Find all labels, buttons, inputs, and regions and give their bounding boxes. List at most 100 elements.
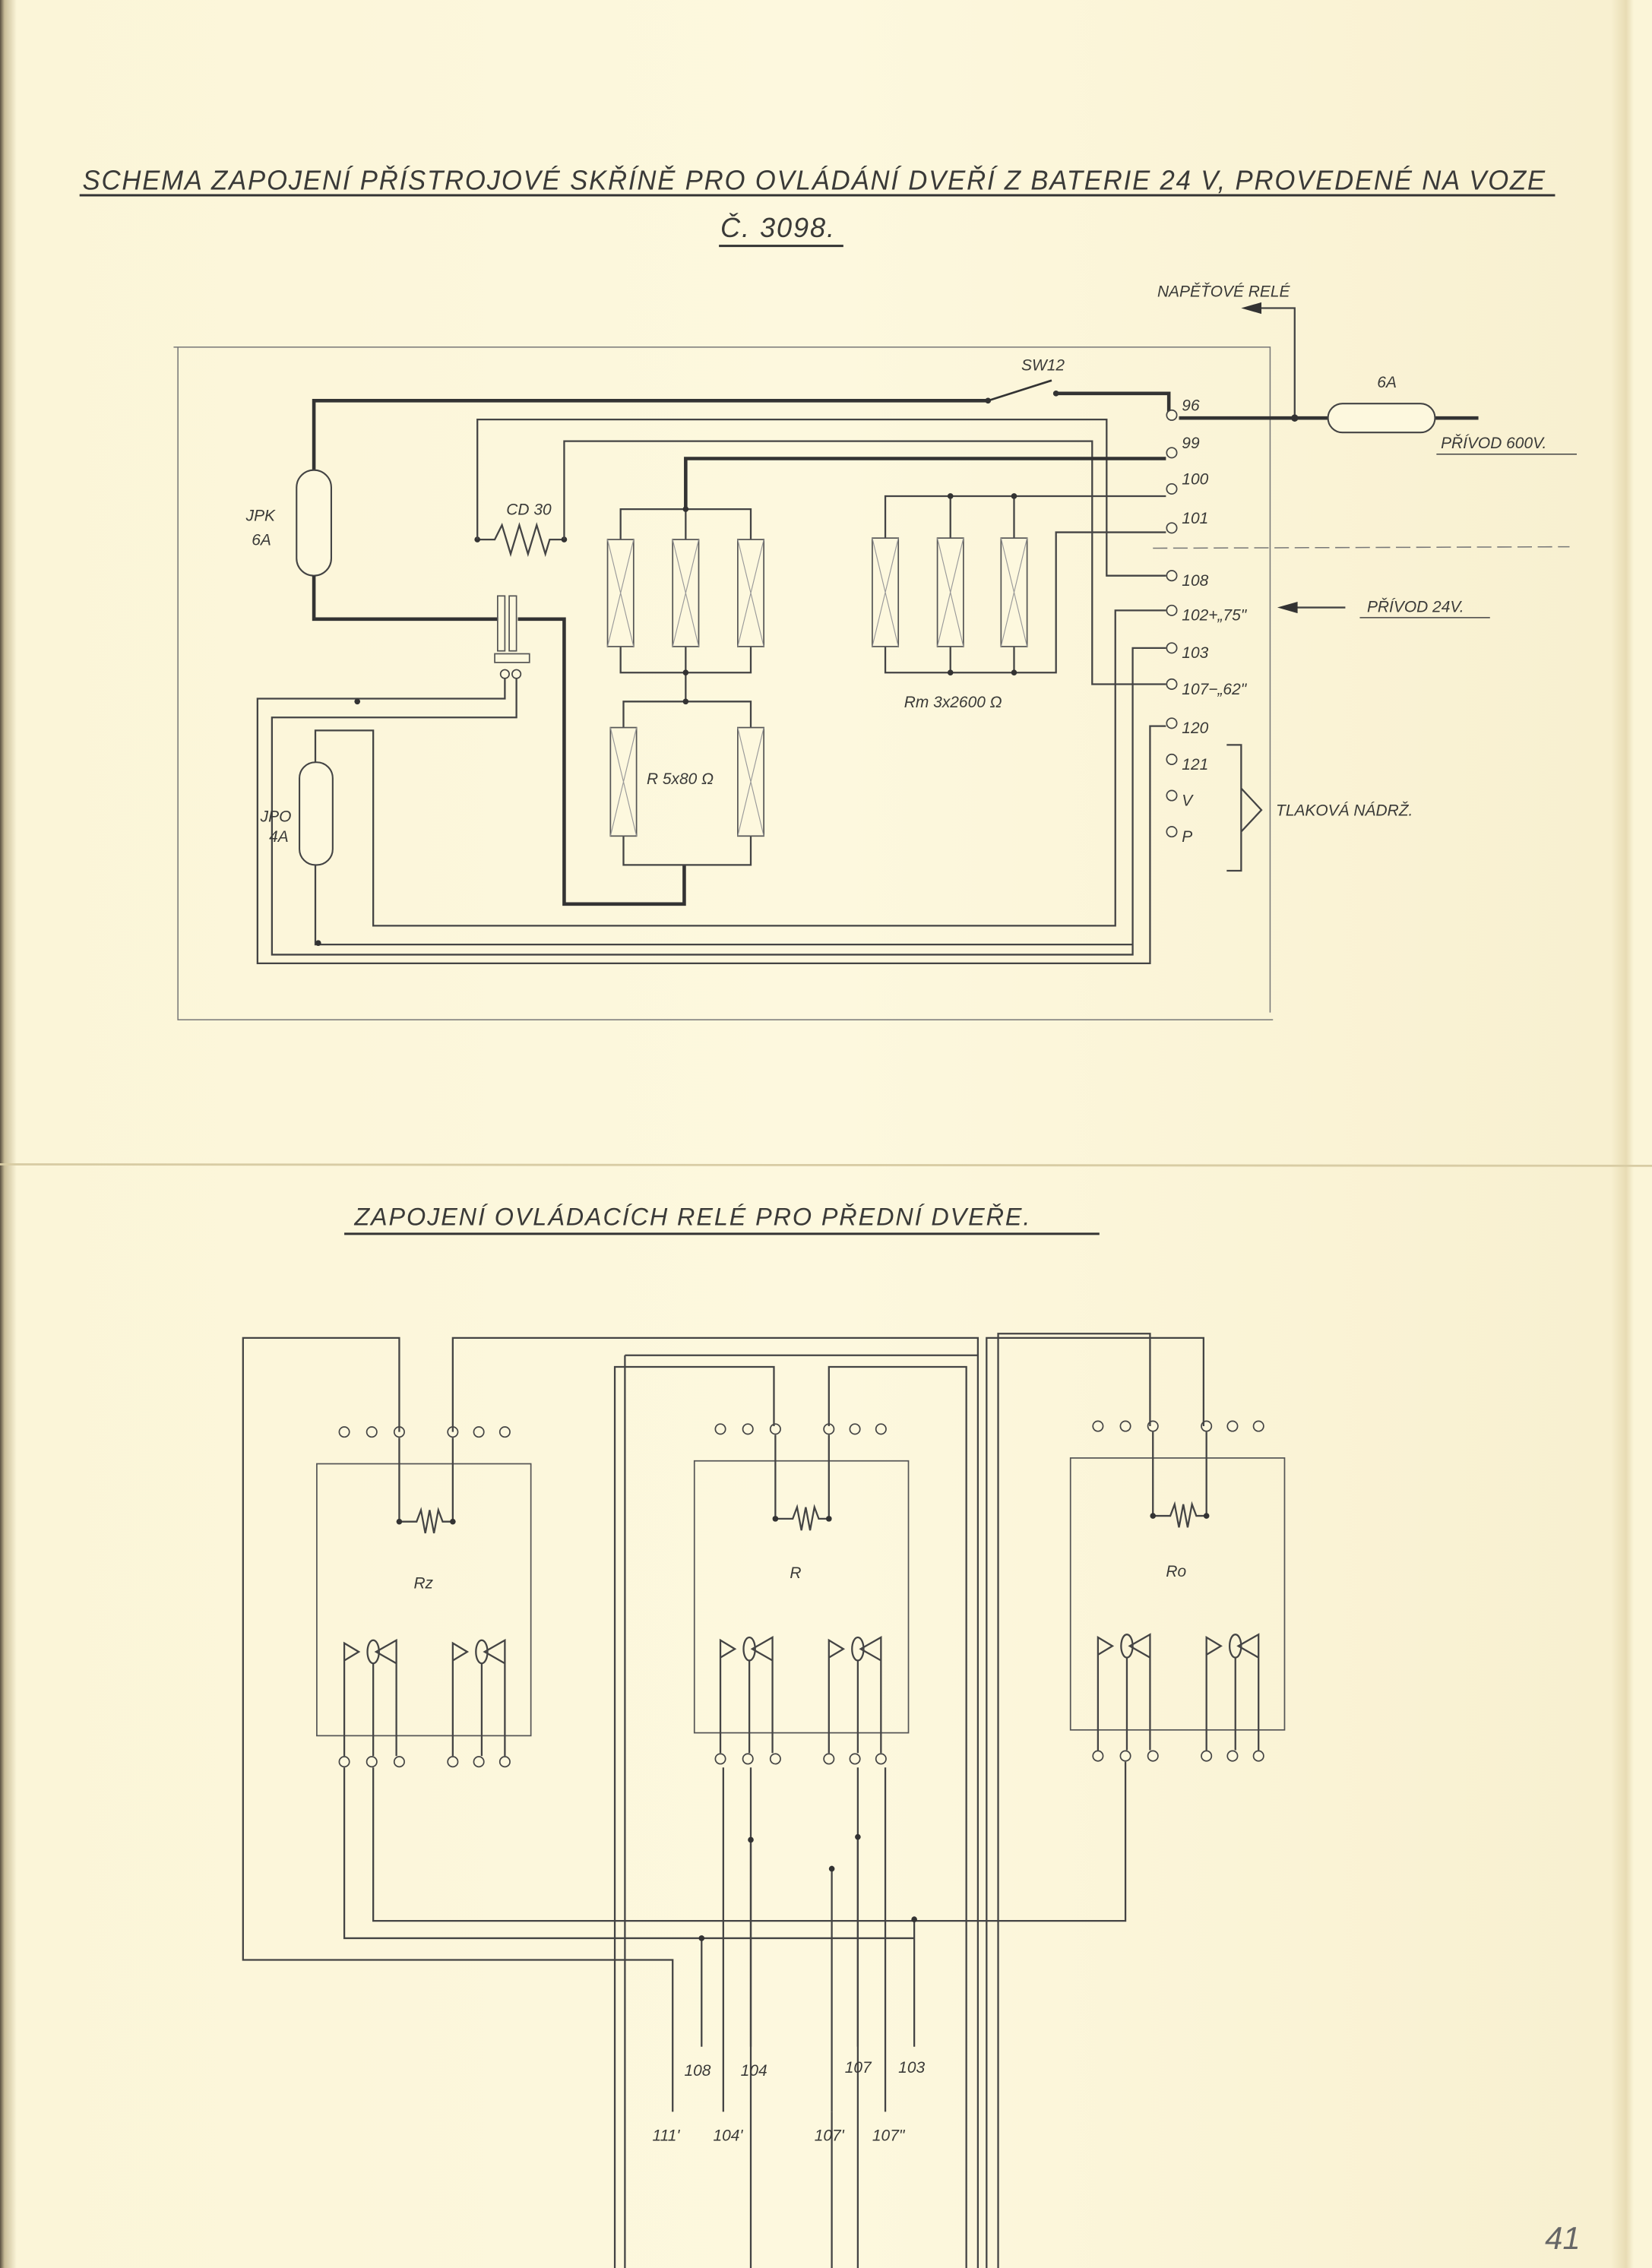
relay-bottom-terminal <box>338 1756 350 1768</box>
relay-box <box>316 1463 532 1737</box>
terminal-icon <box>1166 447 1178 459</box>
relay-bottom-terminal <box>875 1753 887 1765</box>
cd30-label: CD 30 <box>506 501 552 519</box>
fuse-6a-icon <box>1327 403 1436 434</box>
relay-top-terminal <box>875 1423 887 1435</box>
relay-bottom-terminal <box>849 1753 861 1765</box>
terminal-label: 102+„75" <box>1182 607 1247 625</box>
arrow-left-icon <box>1241 302 1262 315</box>
relay-bottom-terminal <box>714 1753 726 1765</box>
wire-102 <box>314 609 1166 927</box>
relay-top-terminal <box>714 1423 726 1435</box>
relay-bottom-terminal <box>498 1756 511 1768</box>
terminal-icon <box>1166 753 1178 765</box>
relay-coil-icon <box>398 1438 454 1534</box>
relay-bottom-terminal <box>1147 1750 1159 1762</box>
terminal-icon <box>1166 482 1178 495</box>
jpk-rating: 6A <box>252 532 271 549</box>
resistor-cd30-icon <box>477 522 565 558</box>
relay-top-terminal <box>1092 1420 1104 1432</box>
relay-top-terminal <box>498 1426 511 1438</box>
resistor-cross <box>937 538 964 647</box>
wire-label-104: 104 <box>741 2062 767 2080</box>
capacitor-icon <box>497 595 506 652</box>
wire-voltage-relay <box>1258 307 1296 419</box>
terminal-label: 100 <box>1182 471 1208 489</box>
relay-top-terminal <box>849 1423 861 1435</box>
junction-dot <box>682 698 689 705</box>
relay-top-terminal <box>1252 1420 1264 1432</box>
fuse-jpo-icon <box>299 761 334 866</box>
relay-box <box>1069 1457 1286 1731</box>
voltage-relay-label: NAPĚŤOVÉ RELÉ <box>1157 283 1291 300</box>
relay-bottom-terminal <box>447 1756 459 1768</box>
relay-top-terminal <box>473 1426 485 1438</box>
relay-bottom-terminal <box>769 1753 781 1765</box>
relay-top-terminal <box>1119 1420 1131 1432</box>
wire-label-104p: 104' <box>714 2127 744 2144</box>
terminal-label: 107−„62" <box>1182 681 1247 698</box>
resistor-cross <box>672 539 700 647</box>
relay-r-label: R <box>790 1564 801 1582</box>
relay-rz-label: Rz <box>413 1574 433 1592</box>
switch-sw12-blade <box>987 379 1052 402</box>
contact-open-icon <box>1205 1635 1223 1751</box>
handwritten-page-number: 41 <box>1545 2220 1581 2256</box>
resistor-cross <box>1000 538 1028 647</box>
wire-jpk-switch <box>312 391 1171 470</box>
junction-dot <box>682 506 689 512</box>
wire-label-107p: 107' <box>815 2127 845 2144</box>
bracket-pressure-tank <box>1226 744 1263 872</box>
wire-120 <box>256 678 1166 965</box>
resistor-cross <box>609 727 638 837</box>
contact-open-icon <box>451 1641 470 1757</box>
contact-open-icon <box>1097 1635 1115 1751</box>
relay-bottom-terminal <box>1092 1750 1104 1762</box>
supply-600v-label: PŘÍVOD 600V. <box>1441 435 1546 452</box>
relay-top-terminal <box>769 1423 781 1435</box>
junction-dot <box>947 669 954 676</box>
wire-label-107pp: 107" <box>872 2127 906 2144</box>
terminal-icon <box>1166 789 1178 802</box>
terminal-icon <box>1166 570 1178 582</box>
terminal-icon <box>1166 409 1178 421</box>
main-title: SCHEMA ZAPOJENÍ PŘÍSTROJOVÉ SKŘÍNĚ PRO O… <box>83 164 1547 195</box>
wire-108 <box>476 418 1166 577</box>
terminal-icon <box>1166 604 1178 616</box>
cabinet-outline <box>173 346 1274 1020</box>
instrument-cabinet-schematic: SW12 NAPĚŤOVÉ RELÉ 6A PŘÍVOD 600V. PŘÍVO… <box>173 283 1578 1020</box>
relay-bottom-terminal <box>1119 1750 1131 1762</box>
wire-label-107: 107 <box>845 2059 872 2077</box>
relay-bottom-terminal <box>393 1756 405 1768</box>
contact-open-icon <box>828 1638 846 1754</box>
contact-open-icon <box>343 1641 361 1757</box>
relay-ro-label: Ro <box>1166 1563 1186 1580</box>
relay-bottom-terminal <box>366 1756 378 1768</box>
terminal-label: 103 <box>1182 644 1208 662</box>
terminal-icon <box>1166 826 1178 838</box>
wire-107 <box>563 440 1166 685</box>
wire-label-111p: 111' <box>653 2127 681 2144</box>
relay-bottom-terminal <box>742 1753 754 1765</box>
front-door-relay-schematic: ZAPOJENÍ OVLÁDACÍCH RELÉ PRO PŘEDNÍ DVEŘ… <box>242 1202 1286 2268</box>
paper-fold <box>0 1163 1652 1167</box>
terminal-label: 99 <box>1182 435 1200 452</box>
jpk-label: JPK <box>245 507 276 524</box>
junction-dot <box>947 493 954 499</box>
relay-coil-icon <box>1152 1431 1207 1528</box>
terminal-icon <box>1166 717 1178 729</box>
terminal-label: 121 <box>1182 756 1208 773</box>
wire-label-108: 108 <box>684 2062 710 2080</box>
junction-dot <box>1011 669 1017 676</box>
relay-top-terminal <box>338 1426 350 1438</box>
wagon-number: Č. 3098. <box>720 212 836 243</box>
fuse-jpk-icon <box>296 469 332 577</box>
arrow-left-icon <box>1277 601 1298 614</box>
resistor-cross <box>737 727 764 837</box>
resistor-cross <box>737 539 764 647</box>
jpo-rating: 4A <box>269 828 289 846</box>
relay-bottom-terminal <box>823 1753 835 1765</box>
relay-bottom-terminal <box>473 1756 485 1768</box>
